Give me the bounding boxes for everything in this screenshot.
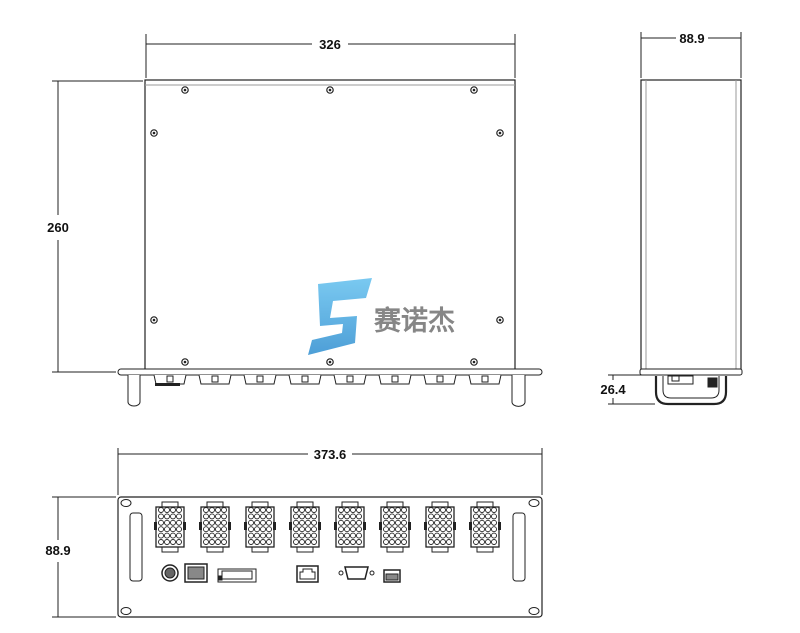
dim-top-width: 326: [319, 37, 341, 52]
front-view: [117, 496, 543, 618]
dim-front-width: 373.6: [314, 447, 347, 462]
connector: [289, 501, 321, 553]
connector-tab: [468, 374, 502, 385]
sfp-port: [383, 569, 401, 583]
connector: [469, 501, 501, 553]
dim-side-foot: 26.4: [600, 382, 626, 397]
top-view-flange: [117, 368, 543, 376]
connector: [154, 501, 186, 553]
power-button: [161, 564, 179, 582]
power-switch: [184, 563, 208, 583]
screws: [150, 86, 504, 366]
connector: [379, 501, 411, 553]
terminal-slot: [217, 568, 257, 583]
logo-mark-icon: [308, 278, 372, 355]
front-connectors: [154, 501, 501, 553]
connector-tab: [243, 374, 277, 385]
right-handle: [511, 375, 526, 407]
connector-tab: [333, 374, 367, 385]
db9-port: [338, 566, 375, 580]
dimension-top-width: [145, 34, 516, 78]
top-view: [117, 79, 543, 407]
dim-side-width: 88.9: [679, 31, 704, 46]
connector-tab: [423, 374, 457, 385]
connector: [424, 501, 456, 553]
dim-top-depth: 260: [47, 220, 69, 235]
dimension-side-foot: [608, 374, 655, 405]
dimension-side-width: [640, 32, 742, 78]
front-left-handle: [129, 512, 143, 582]
dimension-front-width: [117, 448, 543, 495]
left-handle: [127, 375, 141, 407]
connector: [334, 501, 366, 553]
front-right-handle: [512, 512, 526, 582]
dim-front-height: 88.9: [45, 543, 70, 558]
connector: [244, 501, 276, 553]
rj45-port: [296, 565, 319, 583]
brand-logo: 赛诺杰: [308, 278, 455, 355]
top-view-body: [144, 79, 516, 371]
logo-text: 赛诺杰: [373, 305, 455, 337]
connector-tab: [378, 374, 412, 385]
dimension-front-height: [52, 496, 116, 618]
connector-tab: [198, 374, 232, 385]
connector: [199, 501, 231, 553]
side-view: [639, 79, 743, 406]
connector-tabs: [153, 374, 502, 385]
dimension-top-depth: [52, 80, 143, 373]
connector-tab: [288, 374, 322, 385]
